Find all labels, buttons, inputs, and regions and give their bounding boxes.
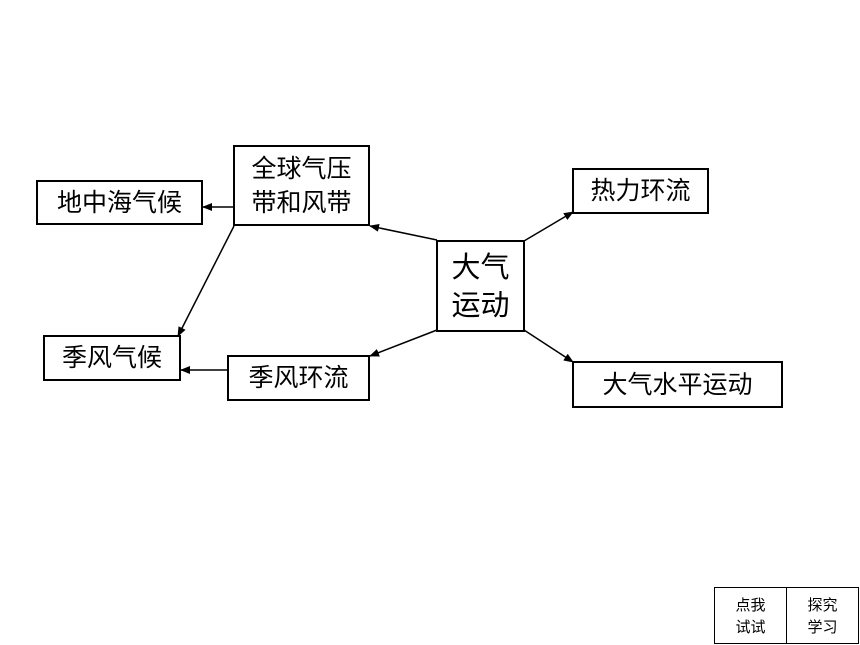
node-monsoon-circulation: 季风环流 xyxy=(227,355,370,401)
node-horizontal-motion: 大气水平运动 xyxy=(572,361,783,408)
arrow-to-monsoon-climate xyxy=(177,225,235,337)
node-mediterranean-climate: 地中海气候 xyxy=(36,180,203,225)
arrow-to-global-pressure xyxy=(369,223,438,241)
try-it-button[interactable]: 点我 试试 xyxy=(714,587,787,644)
node-thermal-circulation: 热力环流 xyxy=(572,168,709,214)
node-global-pressure-belts: 全球气压 带和风带 xyxy=(233,145,370,226)
node-monsoon-climate: 季风气候 xyxy=(43,335,181,381)
explore-learning-button[interactable]: 探究 学习 xyxy=(787,587,859,644)
node-atmospheric-motion: 大气 运动 xyxy=(436,240,525,332)
arrow-to-horizontal-motion xyxy=(523,329,574,363)
arrow-to-thermal-circulation xyxy=(523,211,574,242)
arrow-to-monsoon-circulation xyxy=(369,329,438,357)
bottom-button-bar: 点我 试试 探究 学习 xyxy=(714,587,859,644)
